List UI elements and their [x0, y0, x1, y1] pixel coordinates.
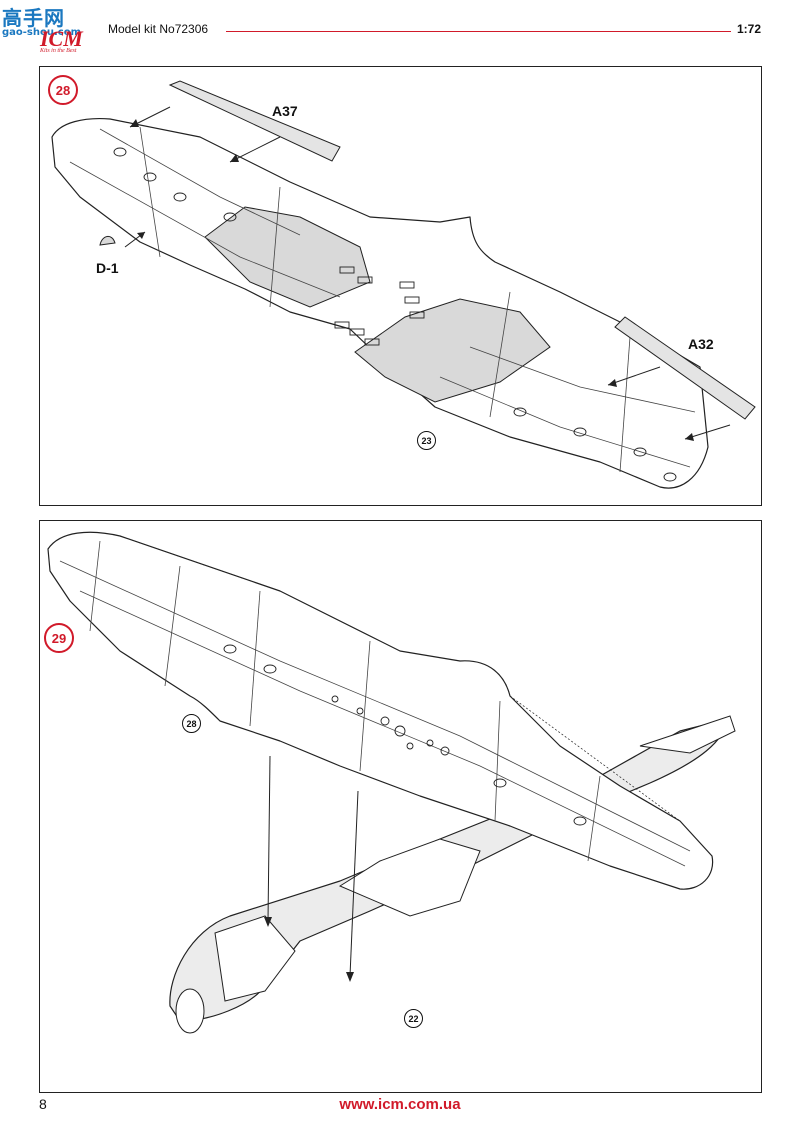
part-a37-label: A37	[272, 103, 298, 119]
right-nacelle-shade	[354, 298, 551, 403]
step-number-badge: 29	[44, 623, 74, 653]
left-nacelle-shade	[204, 206, 371, 308]
watermark-subtext: gao-shou.com	[2, 27, 82, 38]
wing-outline	[47, 531, 714, 890]
assembly-reference-23: 23	[417, 431, 436, 450]
wing-fuselage-illustration	[47, 531, 736, 1034]
step-28-panel: 28	[39, 66, 762, 506]
part-a37-shape	[168, 80, 341, 162]
page-header: 高手网 gao-shou.com ICM Kits in the Best Mo…	[0, 0, 800, 58]
kit-number: Model kit No72306	[108, 22, 209, 36]
scale-label: 1:72	[737, 22, 762, 36]
icm-logo: ICM	[40, 26, 83, 51]
page-number: 8	[39, 1096, 47, 1112]
header-divider	[226, 31, 731, 32]
assembly-reference-28: 28	[182, 714, 201, 733]
assembly-reference-22: 22	[404, 1009, 423, 1028]
part-d1-shape	[99, 236, 116, 246]
part-a32-label: A32	[688, 336, 714, 352]
part-a32-shape	[614, 316, 756, 420]
wing-underside-illustration	[51, 80, 756, 489]
footer-website-link[interactable]: www.icm.com.ua	[339, 1096, 461, 1113]
step-29-panel: 29	[39, 520, 762, 1093]
logo-tagline: Kits in the Best	[40, 48, 77, 54]
step-number-badge: 28	[48, 75, 78, 105]
watermark-text: 高手网	[2, 6, 65, 30]
wing-outline	[51, 117, 709, 489]
brand-logo: 高手网 gao-shou.com ICM Kits in the Best	[0, 0, 100, 58]
part-d1-label: D-1	[96, 260, 119, 276]
